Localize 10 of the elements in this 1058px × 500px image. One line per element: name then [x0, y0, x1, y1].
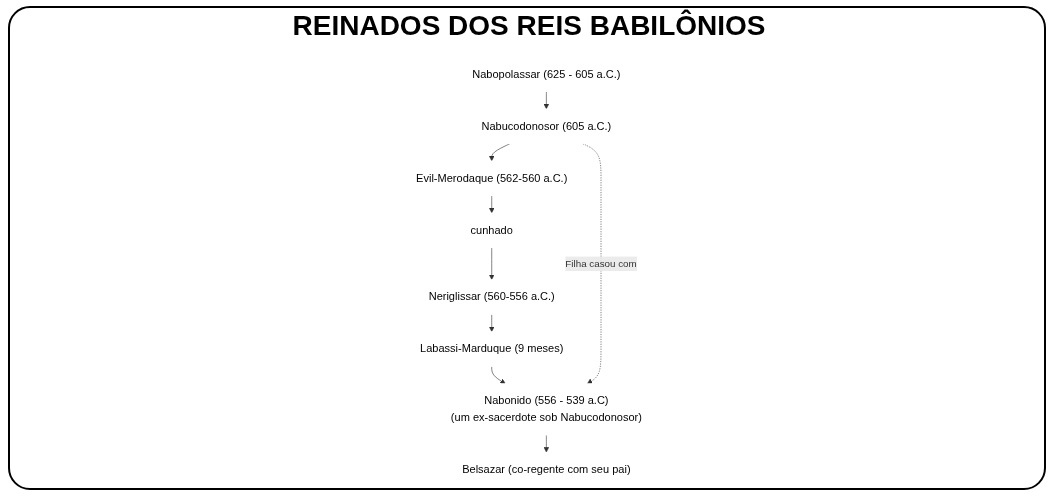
node-text: Labassi-Marduque (9 meses) [420, 342, 564, 355]
node-text: Belsazar (co-regente com seu pai) [462, 463, 631, 476]
node-text: Evil-Merodaque (562-560 a.C.) [416, 171, 568, 185]
diagram-title: REINADOS DOS REIS BABILÔNIOS [291, 10, 767, 42]
node-text: cunhado [470, 223, 513, 237]
node-text: Nabopolassar (625 - 605 a.C.) [472, 67, 621, 81]
edge-label: Filha casou com [565, 258, 637, 269]
node-text: Neriglissar (560-556 a.C.) [428, 290, 555, 303]
node-text: Nabonido (556 - 539 a.C) (um ex-sacerdote sob Nabucodonosor) [450, 394, 642, 424]
node-text: Nabucodonosor (605 a.C.) [481, 119, 612, 133]
